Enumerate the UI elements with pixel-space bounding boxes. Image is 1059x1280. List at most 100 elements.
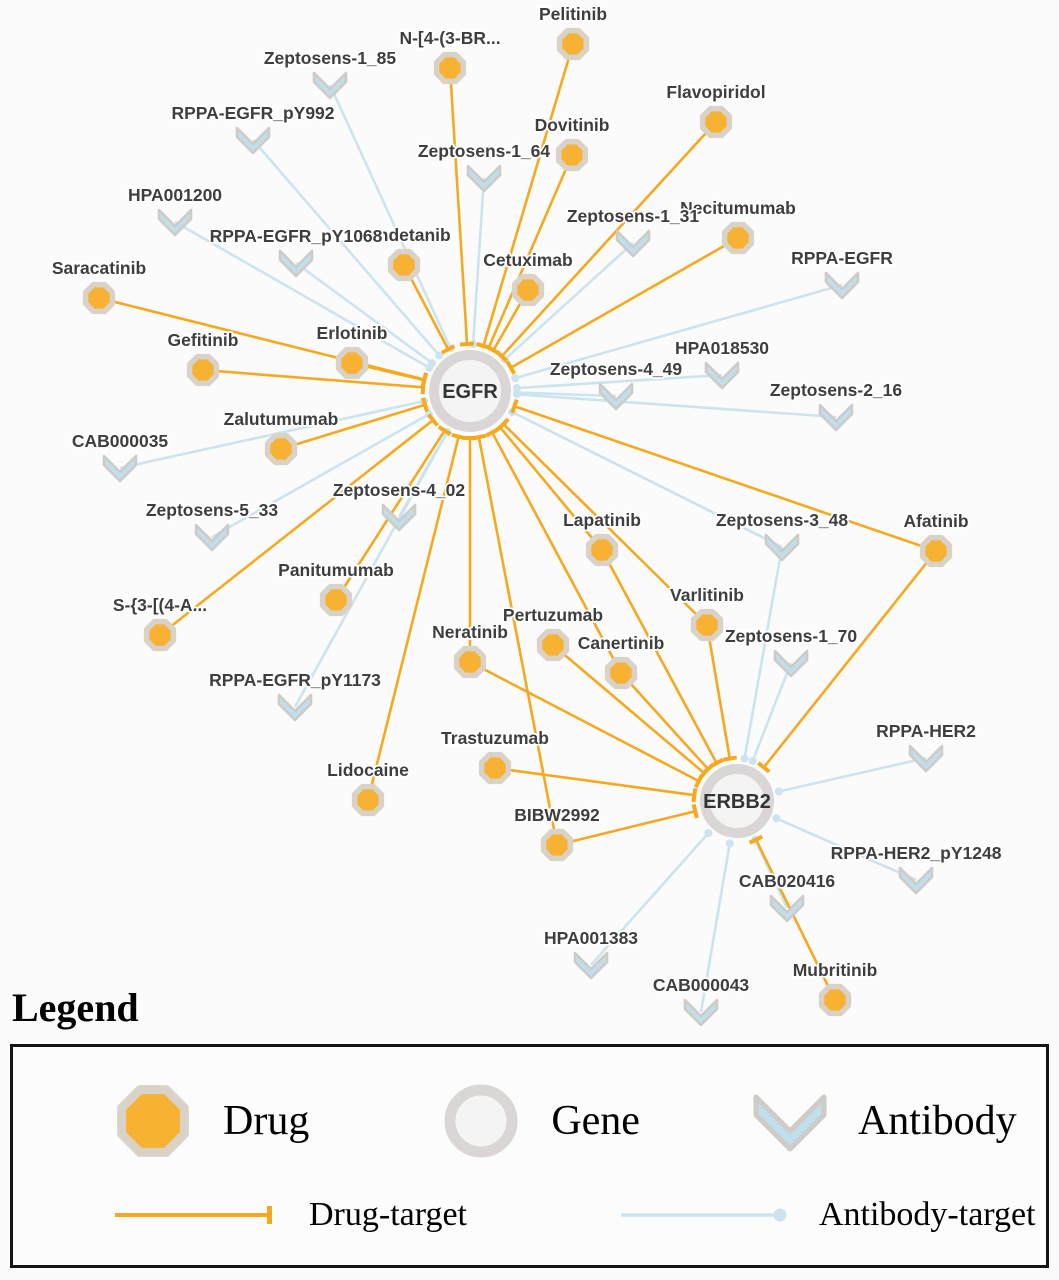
drug-octagon-shape [818,983,852,1017]
node-rppa-egfr-py992[interactable]: RPPA-EGFR_pY992 [170,101,337,155]
node-zeptosens-1-64[interactable]: Zeptosens-1_64 [416,139,552,193]
node-cetuximab[interactable]: Cetuximab [482,248,574,307]
drug-octagon-shape [186,353,220,387]
node-label: S-{3-[(4-A... [113,595,207,615]
node-panitumumab[interactable]: Panitumumab [276,558,396,617]
node-label: Zeptosens-5_33 [146,500,279,520]
antibody-chevron-shape [381,503,417,532]
node-neratinib[interactable]: Neratinib [430,620,510,679]
edge-zeptosens-3-48-erbb2 [740,546,784,763]
edge-varlitinib-erbb2 [705,624,738,762]
edge-bibw2992-erbb2 [556,803,699,847]
edge-saracatinib-egfr [98,296,429,387]
antibody-chevron-shape [773,649,809,678]
node-s-3-4-a[interactable]: S-{3-[(4-A... [111,593,209,652]
node-label: RPPA-EGFR_pY1173 [209,670,381,690]
node-label: Zalutumumab [224,409,339,429]
node-bibw2992[interactable]: BIBW2992 [512,803,602,862]
node-mubritinib[interactable]: Mubritinib [791,958,879,1017]
drug-octagon-shape [540,828,574,862]
edge-hpa001200-egfr [174,220,434,372]
node-zeptosens-5-33[interactable]: Zeptosens-5_33 [144,498,280,552]
antibody-chevron-shape [235,126,271,155]
node-zeptosens-1-85[interactable]: Zeptosens-1_85 [262,46,398,100]
antibody-chevron-shape [277,693,313,722]
node-label: RPPA-HER2 [876,721,976,741]
node-trastuzumab[interactable]: Trastuzumab [439,726,551,785]
legend-box: Drug Gene Antibody Drug-ta [10,1044,1049,1268]
antibody-chevron-shape [278,249,314,278]
node-lidocaine[interactable]: Lidocaine [325,758,411,817]
node-afatinib[interactable]: Afatinib [902,509,970,568]
node-pertuzumab[interactable]: Pertuzumab [501,603,605,662]
node-label: RPPA-EGFR [791,248,893,268]
antibody-chevron-shape [157,208,193,237]
node-erlotinib[interactable]: Erlotinib [315,321,389,380]
node-necitumumab[interactable]: Necitumumab [678,196,798,255]
node-rppa-her2-py1248[interactable]: RPPA-HER2_pY1248 [829,841,1003,895]
node-label: Zeptosens-4_02 [333,480,466,500]
antibody-chevron-shape [898,866,934,895]
gene-circle-shape [700,764,774,838]
node-zeptosens-3-48[interactable]: Zeptosens-3_48 [714,508,850,562]
node-label: N-[4-(3-BR... [399,28,500,48]
edge-zeptosens-1-85-egfr [328,84,455,353]
node-rppa-egfr-py1173[interactable]: RPPA-EGFR_pY1173 [207,668,383,722]
drug-octagon-shape [556,27,590,61]
drug-octagon-shape [351,783,385,817]
edge-cab000043-erbb2 [699,839,734,1013]
edge-pertuzumab-erbb2 [552,644,711,780]
node-egfr[interactable]: EGFR [429,350,511,432]
edge-bibw2992-egfr [471,433,559,846]
antibody-chevron-shape [824,271,860,300]
node-zeptosens-2-16[interactable]: Zeptosens-2_16 [768,378,904,432]
node-vandetanib[interactable]: Vandetanib [356,223,452,282]
node-cab020416[interactable]: CAB020416 [737,869,837,923]
node-label: Afatinib [903,511,968,531]
node-gefitinib[interactable]: Gefitinib [166,328,240,387]
node-zeptosens-1-70[interactable]: Zeptosens-1_70 [723,624,859,678]
edge-neratinib-erbb2 [469,660,704,789]
network-graph: Pelitinib N-[4-(3-BR... FlavopiridolDoviti… [50,2,1003,1027]
node-cab000043[interactable]: CAB000043 [651,973,751,1027]
node-rppa-egfr[interactable]: RPPA-EGFR [789,246,895,300]
node-erbb2[interactable]: ERBB2 [700,764,774,838]
node-flavopiridol[interactable]: Flavopiridol [665,80,767,139]
node-canertinib[interactable]: Canertinib [576,631,666,690]
node-label: Erlotinib [317,323,388,343]
node-label: Zeptosens-1_64 [418,141,551,161]
node-dovitinib[interactable]: Dovitinib [533,113,611,172]
node-rppa-egfr-py1068[interactable]: RPPA-EGFR_pY1068 [208,224,384,278]
drug-octagon-shape [919,534,953,568]
node-cab000035[interactable]: CAB000035 [70,429,170,483]
edge-hpa001383-erbb2 [590,829,713,966]
node-label: Cetuximab [483,250,572,270]
node-label: Varlitinib [670,585,744,605]
node-hpa018530[interactable]: HPA018530 [673,336,771,390]
node-hpa001383[interactable]: HPA001383 [542,926,640,980]
node-zeptosens-1-31[interactable]: Zeptosens-1_31 [565,204,701,258]
node-zeptosens-4-02[interactable]: Zeptosens-4_02 [331,478,467,532]
node-label: HPA001200 [128,185,222,205]
node-rppa-her2[interactable]: RPPA-HER2 [874,719,978,773]
node-label: RPPA-EGFR_pY992 [171,103,334,123]
node-label: Gefitinib [168,330,239,350]
drug-target-edge-icon [115,1206,272,1224]
node-pelitinib[interactable]: Pelitinib [537,2,609,61]
drug-octagon-shape [690,608,724,642]
node-lapatinib[interactable]: Lapatinib [561,508,643,567]
antibody-chevron-shape [908,744,944,773]
legend-antibody-target-label: Antibody-target [818,1196,1036,1233]
node-zeptosens-4-49[interactable]: Zeptosens-4_49 [548,357,684,411]
gene-label: EGFR [442,381,498,403]
node-varlitinib[interactable]: Varlitinib [668,583,746,642]
edge-lapatinib-erbb2 [600,549,724,769]
node-hpa001200[interactable]: HPA001200 [126,183,224,237]
node-label: Dovitinib [535,115,610,135]
drug-octagon-shape [264,432,298,466]
node-saracatinib[interactable]: Saracatinib [50,256,148,315]
edge-rppa-egfr-egfr [511,283,843,383]
edge-zeptosens-1-31-egfr [500,242,634,364]
node-zalutumumab[interactable]: Zalutumumab [222,407,340,466]
node-n-4-3-br[interactable]: N-[4-(3-BR... [398,26,502,85]
